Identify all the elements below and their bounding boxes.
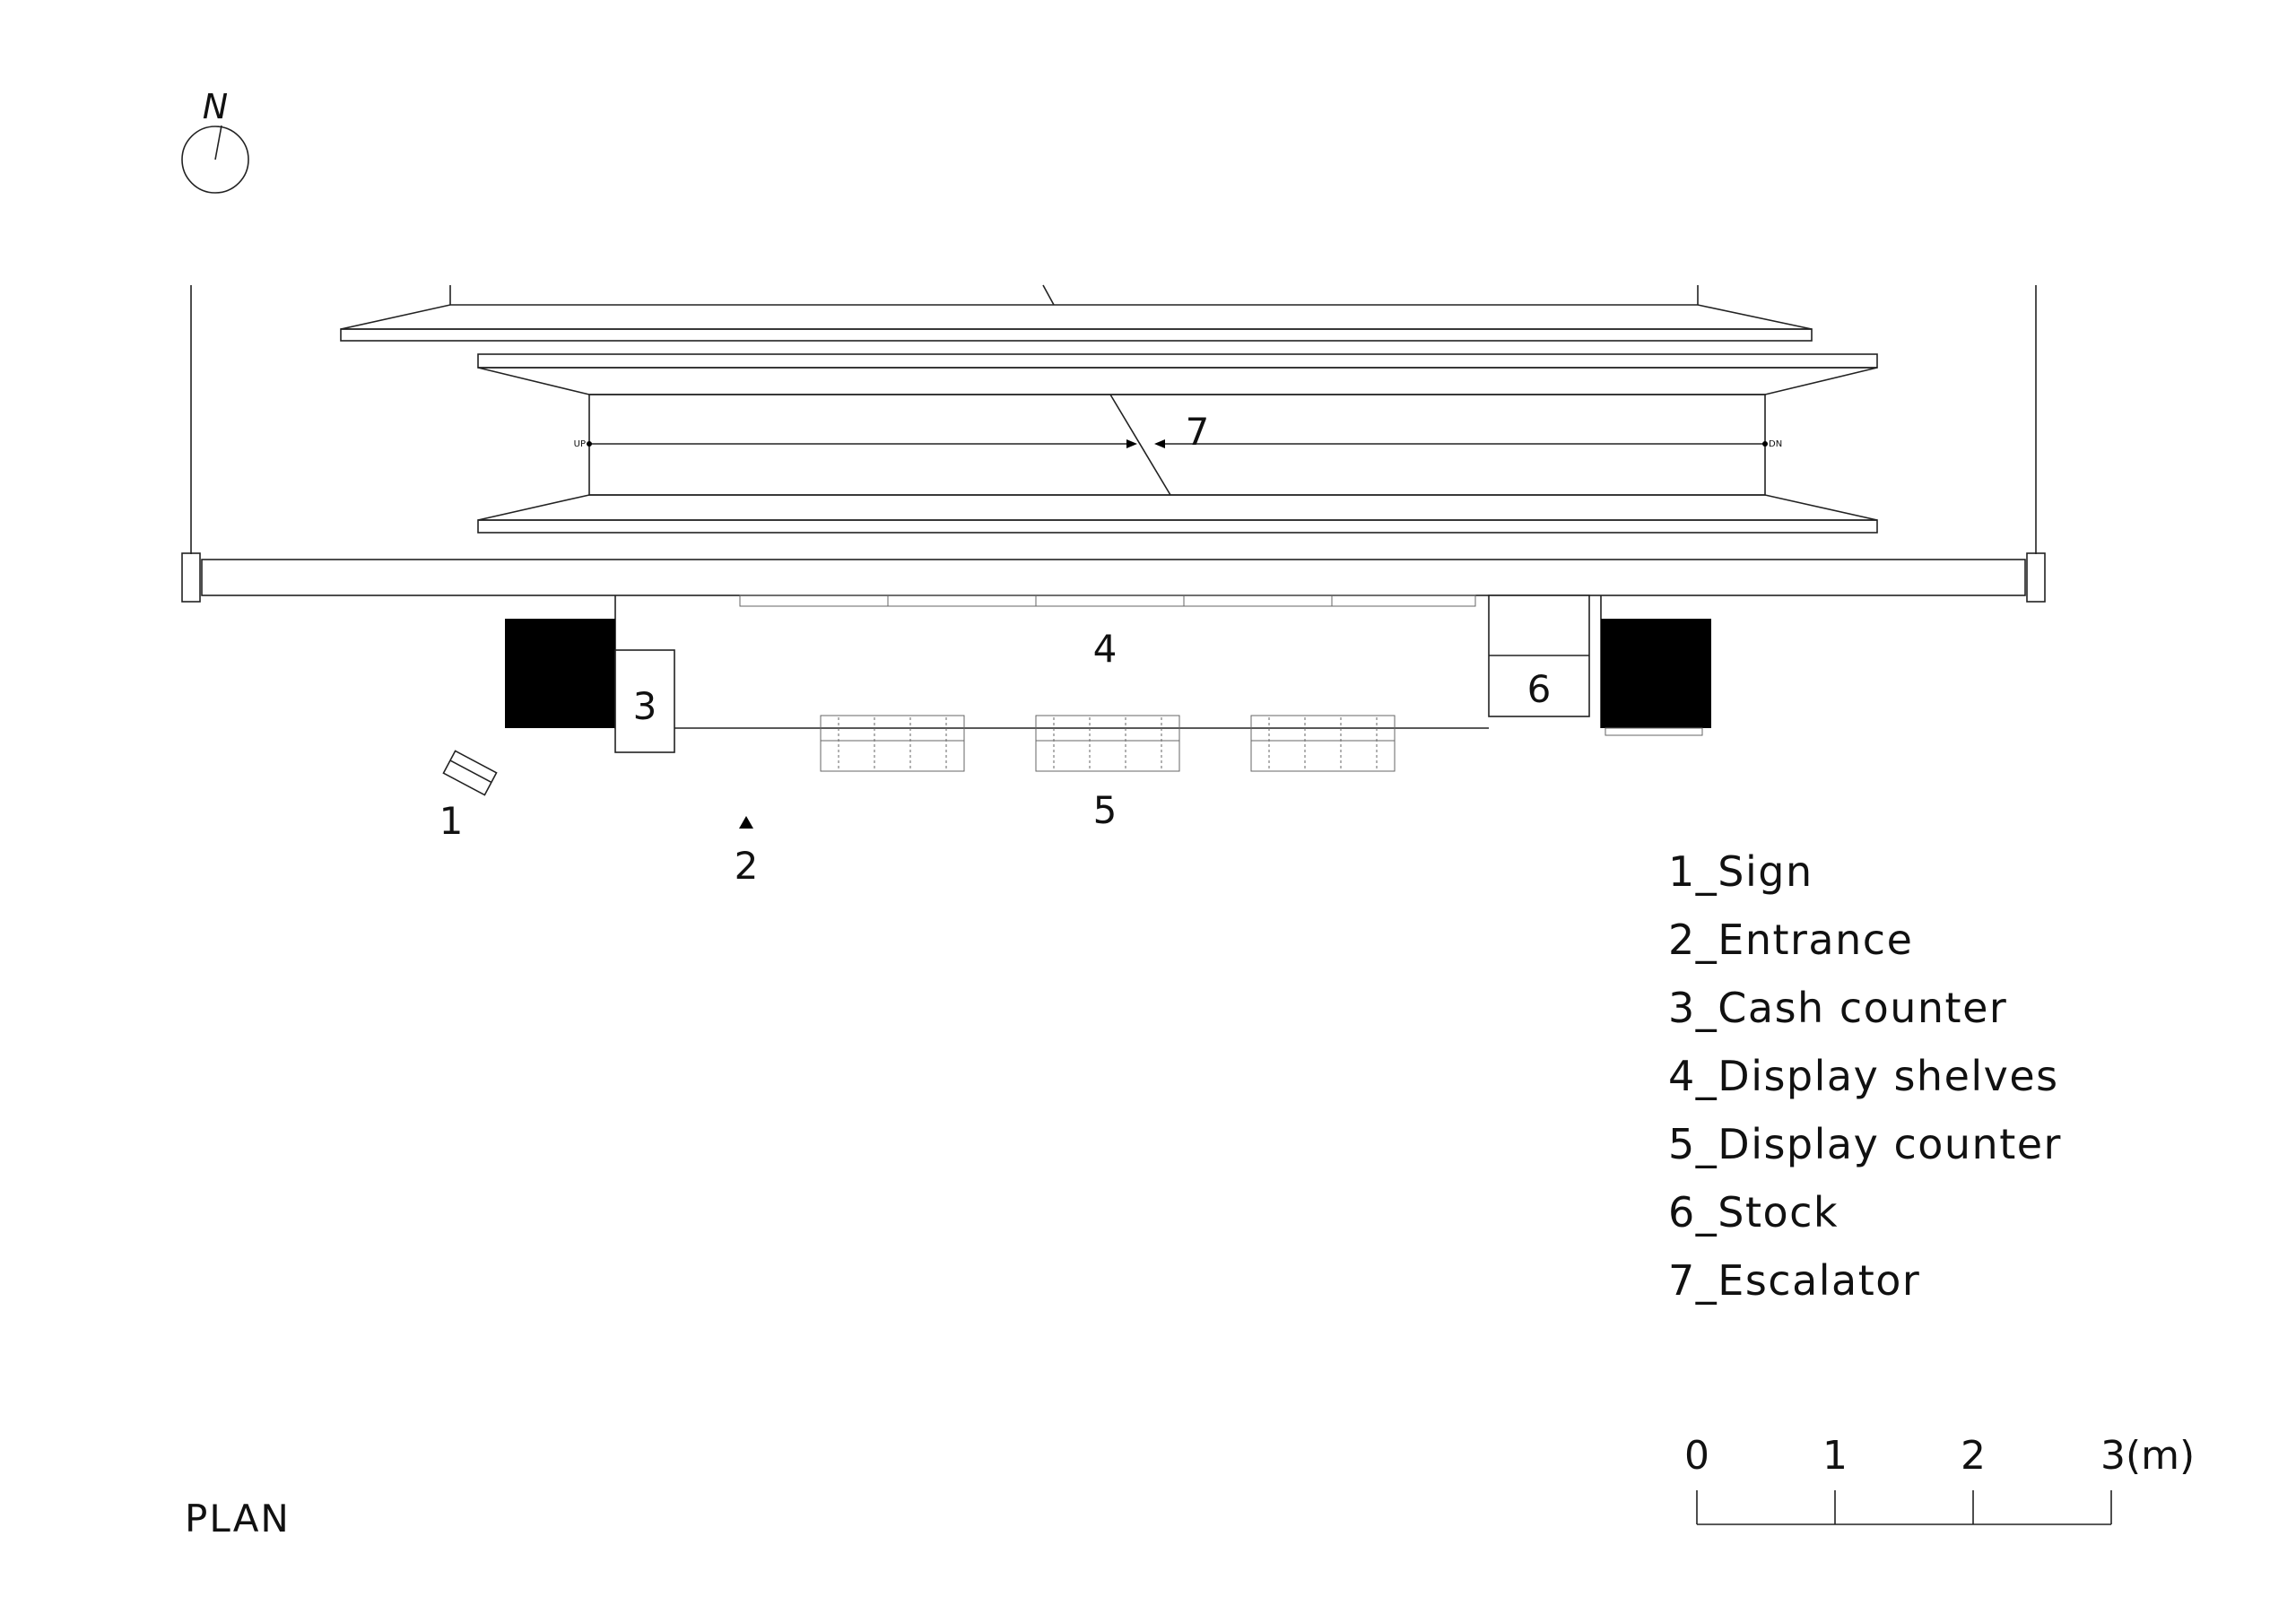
column-left — [505, 619, 615, 728]
legend-item: 2_Entrance — [1668, 916, 1913, 964]
legend: 1_Sign 2_Entrance 3_Cash counter 4_Displ… — [1668, 847, 2062, 1305]
north-arrow-circle — [181, 126, 249, 194]
structure-lines — [190, 284, 2037, 554]
escalator: UP DN 7 — [340, 304, 1878, 534]
escalator-up-mark: UP — [574, 439, 586, 449]
north-arrow: N — [181, 87, 249, 194]
legend-item: 4_Display shelves — [1668, 1052, 2059, 1100]
cash-counter — [614, 649, 675, 753]
display-counter-c — [1250, 715, 1396, 772]
label-number-7: 7 — [1186, 410, 1210, 454]
label-number-4: 4 — [1093, 627, 1118, 671]
display-shelves — [739, 595, 1476, 607]
legend-item: 6_Stock — [1668, 1188, 1839, 1237]
label-number-6: 6 — [1527, 667, 1552, 711]
scale-label: 0 — [1684, 1433, 1709, 1479]
shop-area: 4 3 6 — [439, 595, 1711, 888]
main-beam — [181, 552, 2046, 603]
label-number-1: 1 — [439, 799, 464, 843]
sign — [442, 750, 498, 796]
scale-bar: 0 1 2 3(m) — [1684, 1433, 2195, 1525]
label-number-2: 2 — [735, 844, 759, 888]
legend-item: 7_Escalator — [1668, 1256, 1920, 1305]
column-right — [1601, 619, 1711, 728]
plan-title: PLAN — [185, 1497, 291, 1541]
scale-label: 1 — [1822, 1433, 1848, 1479]
escalator-down-mark: DN — [1769, 439, 1782, 449]
north-arrow-needle — [214, 125, 222, 161]
escalator-upper-plate — [340, 304, 1813, 330]
display-counter-b — [1035, 715, 1180, 772]
label-number-3: 3 — [633, 684, 657, 728]
display-counter-a — [820, 715, 965, 772]
legend-item: 3_Cash counter — [1668, 984, 2007, 1032]
label-number-5: 5 — [1093, 788, 1118, 832]
escalator-body — [588, 394, 1766, 496]
display-counters — [820, 715, 1396, 772]
entrance-arrow-icon — [739, 816, 753, 829]
legend-item: 5_Display counter — [1668, 1120, 2062, 1168]
legend-item: 1_Sign — [1668, 847, 1813, 896]
scale-label: 2 — [1961, 1433, 1986, 1479]
scale-label: 3(m) — [2100, 1433, 2195, 1479]
north-label: N — [203, 87, 228, 126]
